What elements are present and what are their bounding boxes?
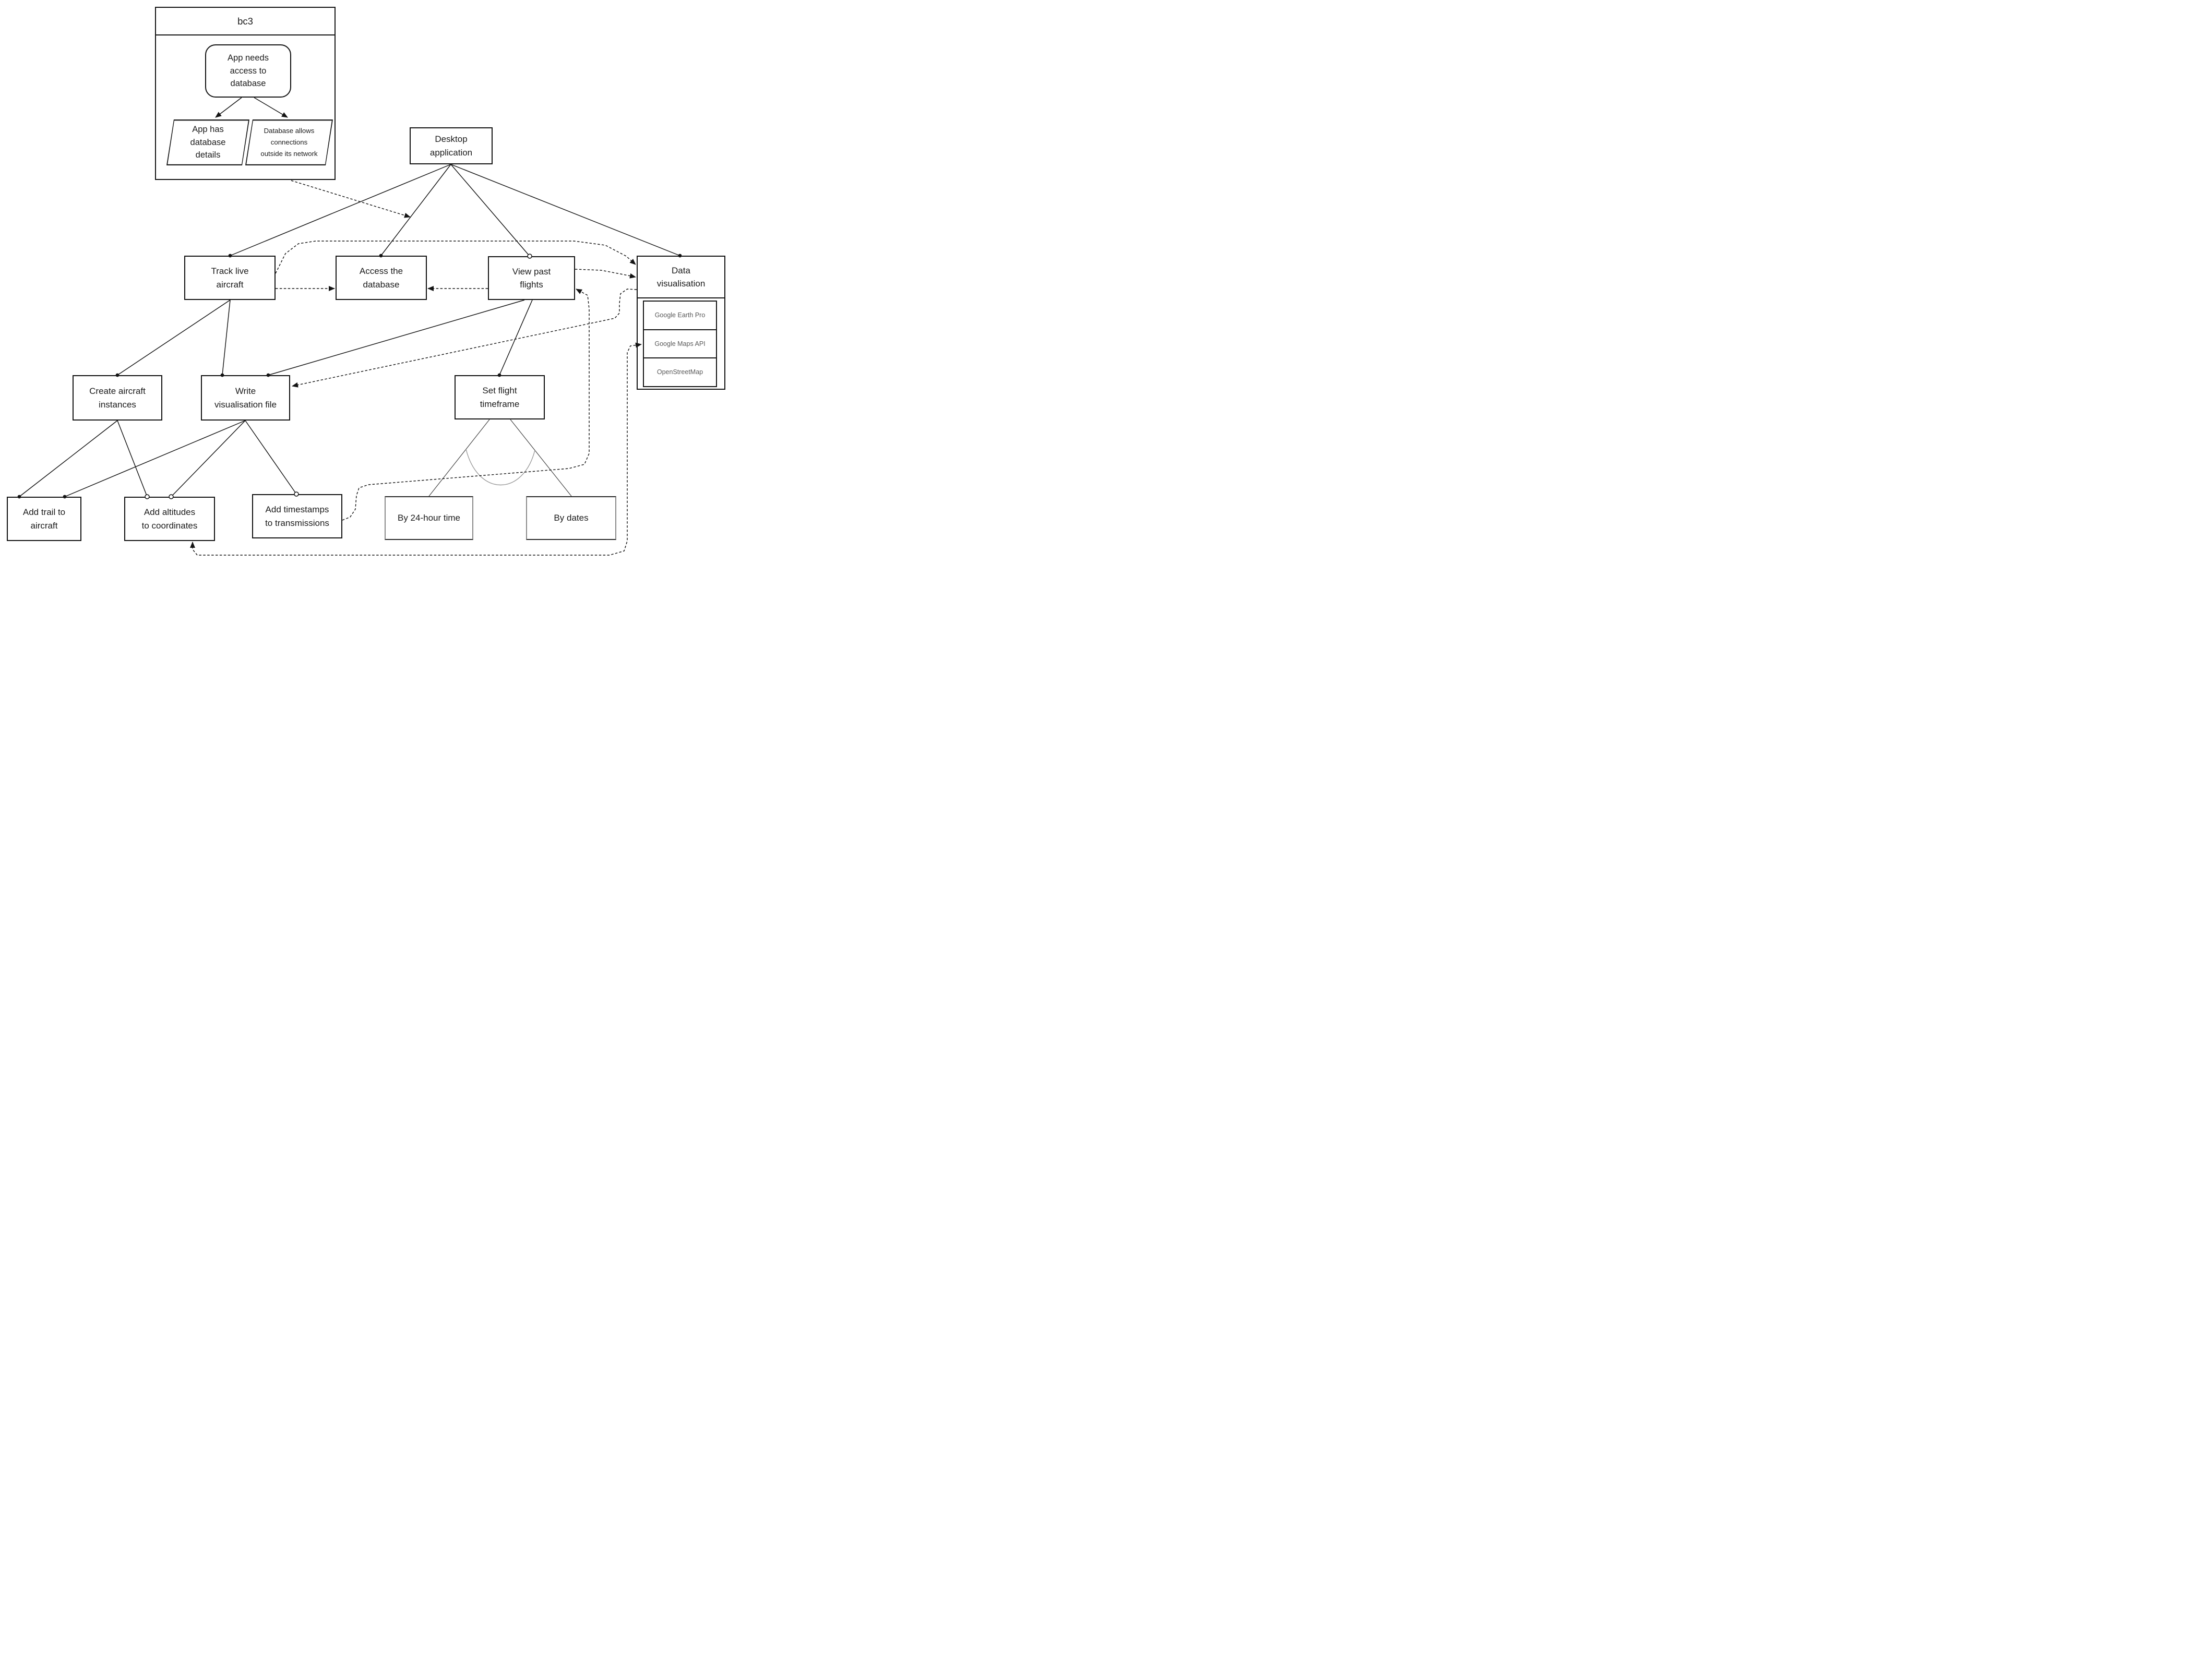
node-by-dates: By dates — [526, 496, 616, 540]
node-create-aircraft-instances: Create aircraft instances — [73, 375, 162, 421]
node-track-live-aircraft: Track live aircraft — [184, 256, 276, 300]
edge-desktop-application--view-past-flights — [450, 164, 532, 259]
edge-track-live-aircraft--write-visualisation-file — [220, 299, 231, 377]
node-label: Access the database — [359, 266, 403, 290]
node-data-visualisation: Data visualisation Google Earth Pro Goog… — [637, 256, 725, 390]
edge-create-aircraft-instances--add-trail-to-aircraft — [17, 420, 118, 499]
node-label: Add trail to aircraft — [22, 507, 66, 531]
data-visualisation-title: Data visualisation — [638, 257, 724, 298]
node-label: App needs access to database — [228, 53, 269, 89]
edge-view-past-flights--set-flight-timeframe — [497, 299, 533, 377]
node-label: By dates — [554, 513, 589, 523]
list-item-google-maps-api: Google Maps API — [644, 330, 716, 359]
node-app-has-database-details: App has database details — [166, 119, 249, 165]
node-set-flight-timeframe: Set flight timeframe — [455, 375, 545, 419]
edge-write-visualisation-file--add-altitudes-to-coordinates — [169, 420, 246, 499]
parallelogram-fill — [246, 121, 332, 164]
goal-diagram-canvas: bc3 App needs access to database App has… — [0, 0, 733, 560]
edge-create-aircraft-instances--add-altitudes-to-coordinates — [117, 420, 150, 499]
edge-set-flight-timeframe--by-24-hour-time — [428, 419, 490, 497]
node-label: Database allows connections outside its … — [260, 127, 318, 158]
node-add-timestamps-to-transmissions: Add timestamps to transmissions — [252, 494, 342, 538]
node-add-trail-to-aircraft: Add trail to aircraft — [7, 497, 81, 541]
node-label: By 24-hour time — [398, 513, 460, 523]
node-label: Add timestamps to transmissions — [265, 505, 329, 528]
alternative-arc — [465, 449, 535, 486]
node-access-the-database: Access the database — [336, 256, 427, 300]
edge-desktop-application--access-the-database — [379, 164, 451, 258]
list-item-google-earth-pro: Google Earth Pro — [644, 302, 716, 330]
bc3-title: bc3 — [156, 8, 335, 35]
edge-desktop-application--data-visualisation — [450, 164, 682, 258]
node-view-past-flights: View past flights — [488, 256, 575, 300]
edge-write-visualisation-file--add-timestamps-to-transmissions — [245, 420, 299, 497]
node-write-visualisation-file: Write visualisation file — [201, 375, 290, 421]
data-visualisation-tools-list: Google Earth Pro Google Maps API OpenStr… — [643, 301, 717, 387]
node-label: App has database details — [190, 124, 226, 160]
node-label: Track live aircraft — [211, 266, 249, 290]
node-add-altitudes-to-coordinates: Add altitudes to coordinates — [124, 497, 215, 541]
edge-set-flight-timeframe--by-dates — [510, 419, 572, 497]
node-label: Write visualisation file — [214, 386, 277, 410]
edge-view-past-flights--write-visualisation-file — [266, 299, 525, 377]
edge-view-past-flights--data-visualisation — [575, 269, 636, 279]
node-desktop-application: Desktop application — [410, 127, 493, 164]
node-label: Create aircraft instances — [89, 386, 146, 410]
edge-track-live-aircraft--data-visualisation — [275, 241, 636, 274]
node-database-allows-connections: Database allows connections outside its … — [245, 119, 333, 165]
node-by-24-hour-time: By 24-hour time — [385, 496, 473, 540]
parallelogram-fill — [168, 121, 248, 164]
node-label: Add altitudes to coordinates — [141, 507, 198, 531]
edge-data-visualisation--write-visualisation-file — [292, 289, 637, 388]
edge-track-live-aircraft--create-aircraft-instances — [115, 299, 231, 377]
node-label: Set flight timeframe — [480, 386, 520, 409]
list-item-openstreetmap: OpenStreetMap — [656, 368, 703, 376]
edge-bc3-obstacle--desktop-access-refinement-link — [291, 180, 411, 218]
node-app-needs-access-to-database: App needs access to database — [205, 44, 291, 98]
node-label: Desktop application — [429, 134, 473, 158]
edge-write-visualisation-file--add-trail-to-aircraft — [63, 420, 246, 499]
node-label: View past flights — [512, 266, 551, 290]
